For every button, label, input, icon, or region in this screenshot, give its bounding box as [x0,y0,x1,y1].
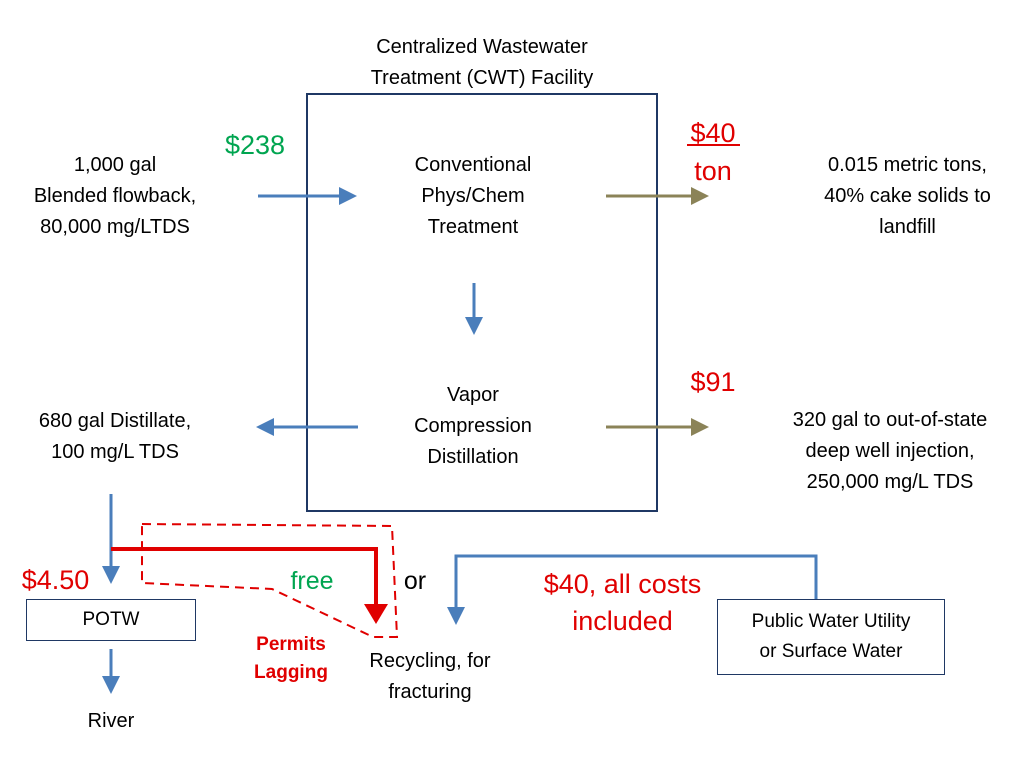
potw-cost: $4.50 [21,565,90,595]
solids-cost: $40 ton [690,118,736,186]
utility-cost: $40, all costs included [543,569,702,636]
facility-box [306,93,658,512]
facility-title: Centralized Wastewater Treatment (CWT) F… [370,36,594,89]
input-description: 1,000 gal Blended flowback, 80,000 mg/LT… [33,154,197,238]
utility-arrow [447,554,818,625]
distillate-description: 680 gal Distillate, 100 mg/L TDS [38,410,192,463]
river-label: River [87,710,135,732]
permits-lagging-note: Permits Lagging [254,634,328,683]
solids-description: 0.015 metric tons, 40% cake solids to la… [824,154,991,238]
recycling-free-cost: free [290,567,334,595]
treatment-stage-label: Conventional Phys/Chem Treatment [414,154,532,238]
injection-description: 320 gal to out-of-state deep well inject… [792,409,988,493]
recycling-description: Recycling, for fracturing [369,650,491,703]
potw-box: POTW [26,599,196,641]
input-cost: $238 [224,130,286,160]
public-water-utility-box: Public Water Utility or Surface Water [717,599,945,675]
recycling-red-arrow [111,547,388,624]
injection-cost: $91 [690,367,736,397]
or-label: or [403,567,427,595]
distillation-stage-label: Vapor Compression Distillation [414,384,532,468]
